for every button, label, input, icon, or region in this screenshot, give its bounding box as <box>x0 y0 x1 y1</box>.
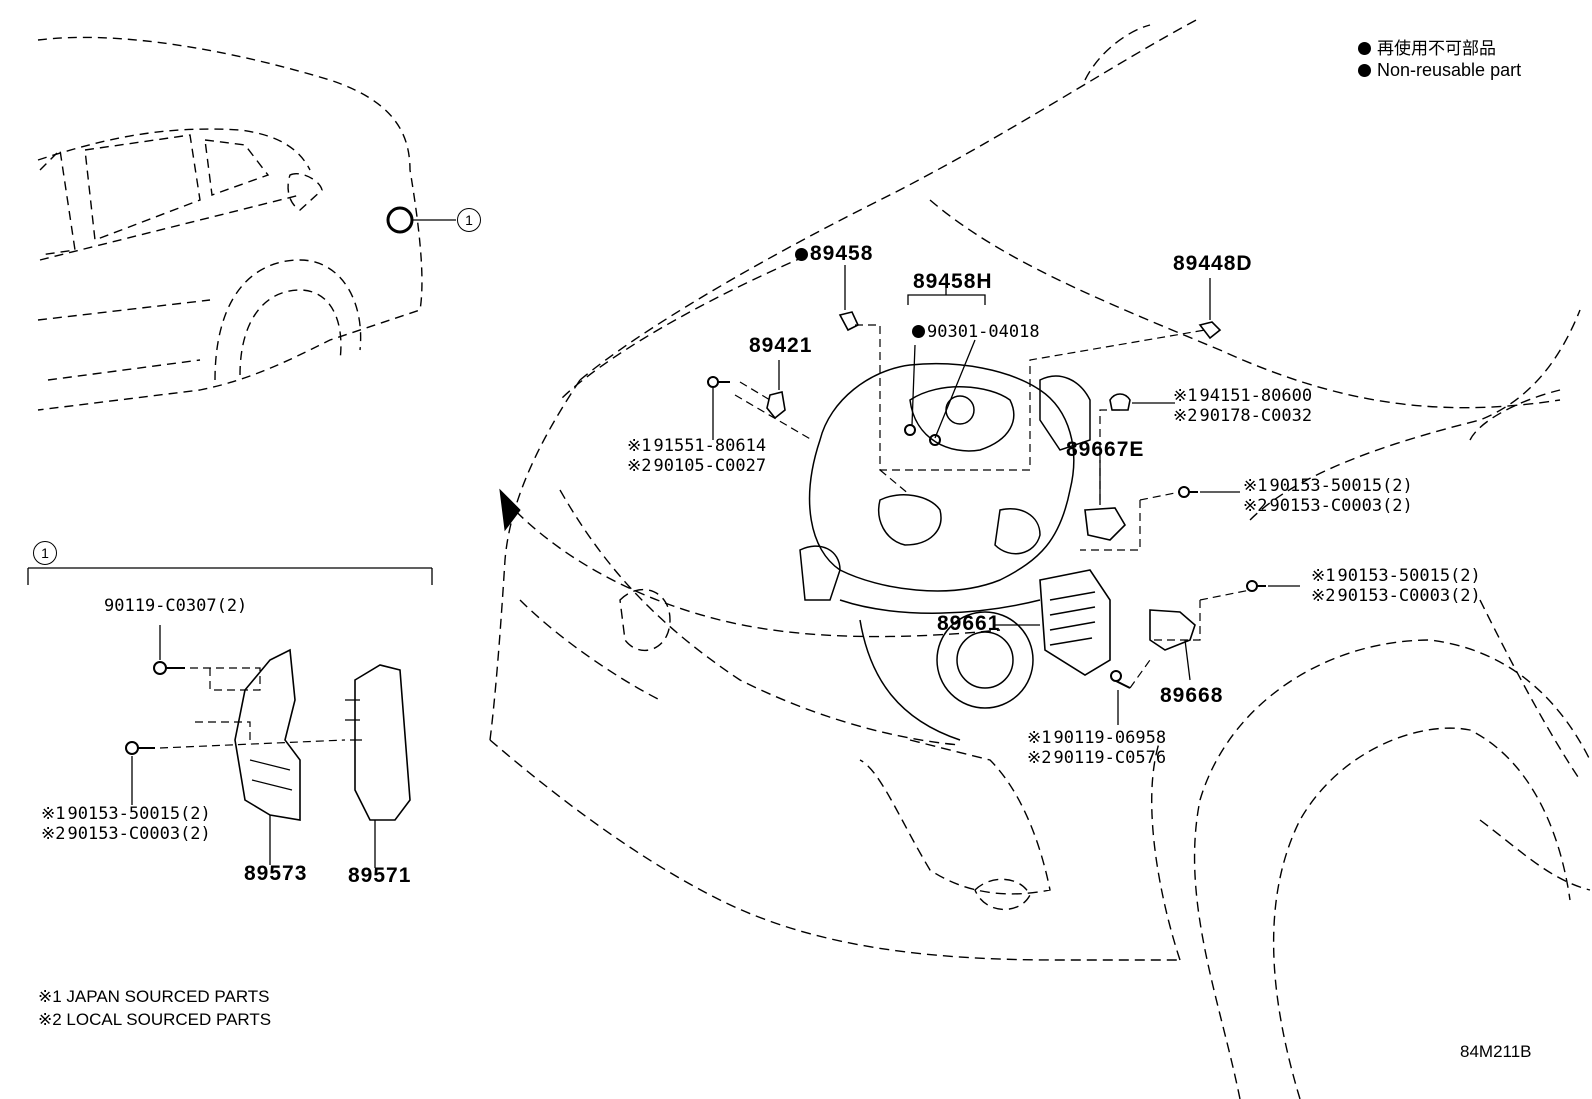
part-89667E-label: 89667E <box>1066 438 1145 461</box>
part-89458H-label: 89458H <box>913 270 993 293</box>
legend-non-reusable-en: Non-reusable part <box>1358 60 1521 81</box>
part-89661-label: 89661 <box>937 612 1001 635</box>
non-reusable-dot-icon <box>1358 64 1371 77</box>
callout-marker-1: 1 <box>457 208 481 232</box>
footnote-japan-sourced: ※1 JAPAN SOURCED PARTS <box>38 987 270 1006</box>
part-90301-04018-label: 90301-04018 <box>912 322 1040 342</box>
part-89573-label: 89573 <box>244 862 308 885</box>
non-reusable-dot-icon <box>912 325 925 338</box>
part-89571-label: 89571 <box>348 864 412 887</box>
part-89458-label: 89458 <box>795 243 873 264</box>
part-89668-label: 89668 <box>1160 684 1224 707</box>
legend-non-reusable-ja: 再使用不可部品 <box>1358 34 1496 59</box>
callout-marker-1-detail: 1 <box>33 541 57 565</box>
part-89448D-label: 89448D <box>1173 252 1253 275</box>
diagram-id: 84M211B <box>1460 1042 1532 1061</box>
footnote-local-sourced: ※2 LOCAL SOURCED PARTS <box>38 1010 272 1029</box>
non-reusable-dot-icon <box>1358 42 1371 55</box>
part-90119-C0307-label: 90119-C0307(2) <box>104 596 248 616</box>
part-89421-label: 89421 <box>749 334 813 357</box>
non-reusable-dot-icon <box>795 248 808 261</box>
